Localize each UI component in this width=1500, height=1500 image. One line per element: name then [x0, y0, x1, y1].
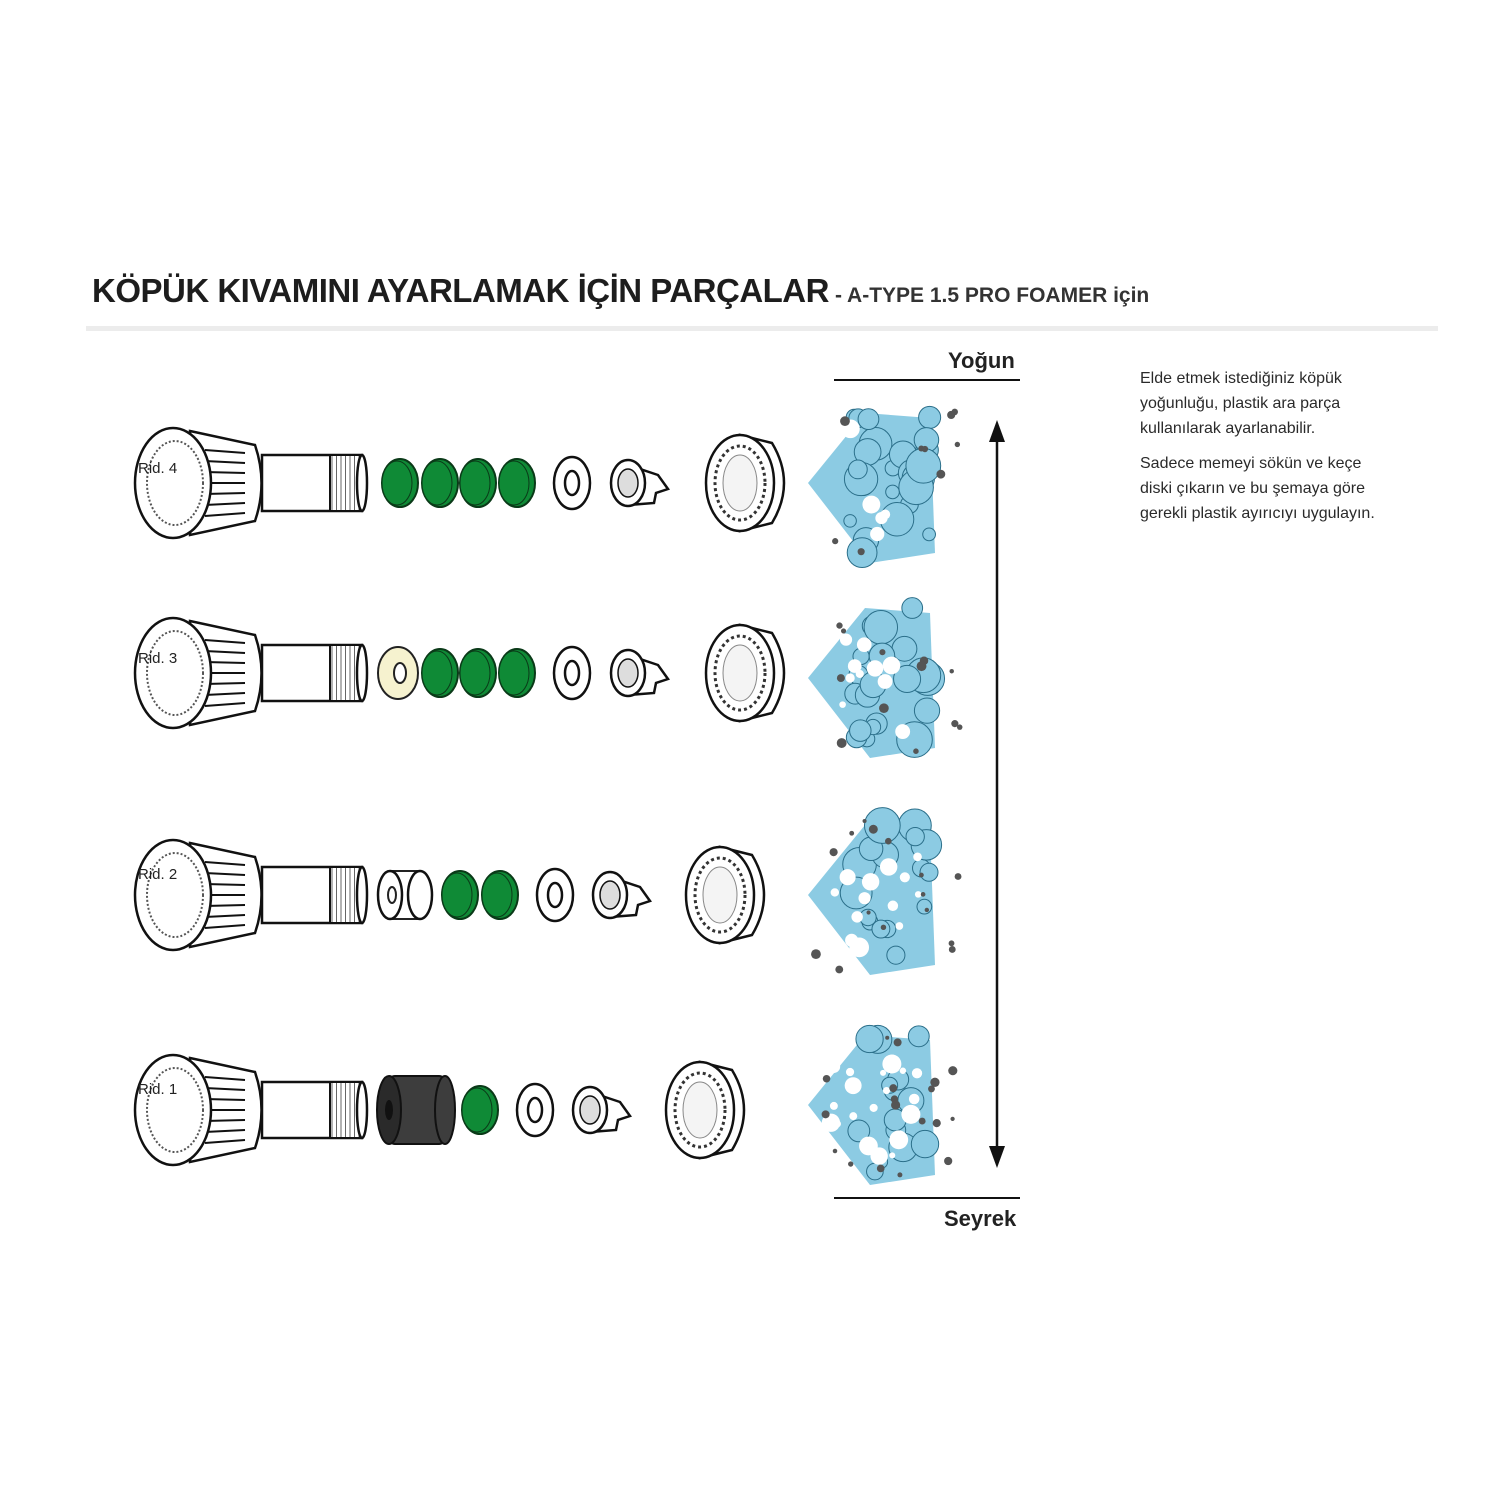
row-label: Rid. 1	[138, 1081, 177, 1098]
page-title: KÖPÜK KIVAMINI AYARLAMAK İÇİN PARÇALAR- …	[92, 272, 1149, 310]
coupling-nut	[133, 616, 263, 730]
nozzle	[591, 870, 653, 920]
tube	[260, 643, 369, 703]
assembly-row-3: Rid. 3	[133, 597, 963, 758]
green-spacer	[461, 1085, 499, 1135]
cream-cylinder-spacer	[376, 869, 434, 921]
scale-top-label: Yoğun	[948, 348, 1015, 373]
row-label: Rid. 2	[138, 866, 177, 883]
assembly-row-1: Rid. 1	[133, 1024, 958, 1185]
foam-illustration	[808, 405, 961, 568]
assembly-row-4: Rid. 4	[133, 405, 961, 568]
tube	[260, 865, 369, 925]
title-main: KÖPÜK KIVAMINI AYARLAMAK İÇİN PARÇALAR	[92, 272, 829, 309]
nozzle-cap	[664, 1060, 746, 1160]
foam-illustration	[808, 1024, 958, 1185]
washer	[515, 1082, 555, 1138]
nozzle-cap	[704, 433, 786, 533]
nozzle-cap	[684, 845, 766, 945]
green-spacer	[459, 458, 497, 508]
green-spacer	[481, 870, 519, 920]
scale-bottom-label: Seyrek	[944, 1206, 1017, 1231]
note-paragraph-1: Elde etmek istediğiniz köpük yoğunluğu, …	[1140, 370, 1342, 437]
foam-illustration	[808, 807, 962, 975]
green-spacer	[421, 458, 459, 508]
washer	[535, 867, 575, 923]
washer	[552, 455, 592, 511]
row-label: Rid. 4	[138, 460, 177, 477]
green-spacer	[421, 648, 459, 698]
green-spacer	[459, 648, 497, 698]
row-label: Rid. 3	[138, 650, 177, 667]
coupling-nut	[133, 426, 263, 540]
nozzle-cap	[704, 623, 786, 723]
foam-illustration	[808, 597, 963, 758]
green-spacer	[498, 648, 536, 698]
assembly-row-2: Rid. 2	[133, 807, 962, 975]
green-spacer	[441, 870, 479, 920]
nozzle	[609, 458, 671, 508]
tube	[260, 453, 369, 513]
green-spacer	[498, 458, 536, 508]
coupling-nut	[133, 1053, 263, 1167]
double-arrow-icon	[989, 420, 1005, 1168]
green-spacer	[381, 458, 419, 508]
nozzle	[609, 648, 671, 698]
title-sub: - A-TYPE 1.5 PRO FOAMER için	[834, 284, 1150, 307]
note-paragraph-2: Sadece memeyi sökün ve keçe diski çıkarı…	[1140, 455, 1375, 522]
coupling-nut	[133, 838, 263, 952]
nozzle	[571, 1085, 633, 1135]
cream-spacer	[377, 646, 419, 700]
title-divider	[86, 326, 1438, 331]
tube	[260, 1080, 369, 1140]
washer	[552, 645, 592, 701]
dark-cylinder-spacer	[376, 1075, 456, 1145]
